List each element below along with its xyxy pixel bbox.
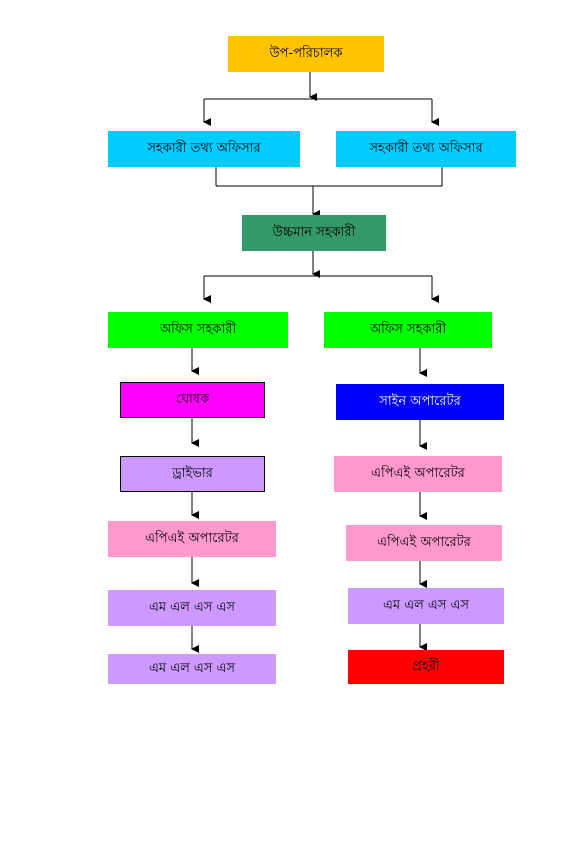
node-assistant-info-officer-left: সহকারী তথ্য অফিসার (108, 131, 300, 167)
node-upper-division-assistant: উচ্চমান সহকারী (242, 215, 386, 251)
node-mlss-left-2: এম এল এস এস (108, 654, 276, 684)
node-mlss-left-1: এম এল এস এস (108, 590, 276, 626)
node-apie-operator-left: এপিএই অপারেটর (108, 521, 276, 557)
node-announcer: ঘোষক (120, 382, 265, 418)
node-office-assistant-left: অফিস সহকারী (108, 312, 288, 348)
node-office-assistant-right: অফিস সহকারী (324, 312, 492, 348)
node-apie-operator-right-1: এপিএই অপারেটর (334, 456, 502, 492)
node-apie-operator-right-2: এপিএই অপারেটর (346, 525, 502, 561)
node-driver: ড্রাইভার (120, 456, 265, 492)
node-assistant-info-officer-right: সহকারী তথ্য অফিসার (336, 131, 516, 167)
node-guard: প্রহরী (348, 650, 504, 684)
node-sign-operator: সাইন অপারেটর (336, 384, 504, 420)
node-deputy-director: উপ-পরিচালক (228, 36, 384, 72)
node-mlss-right: এম এল এস এস (348, 588, 504, 624)
